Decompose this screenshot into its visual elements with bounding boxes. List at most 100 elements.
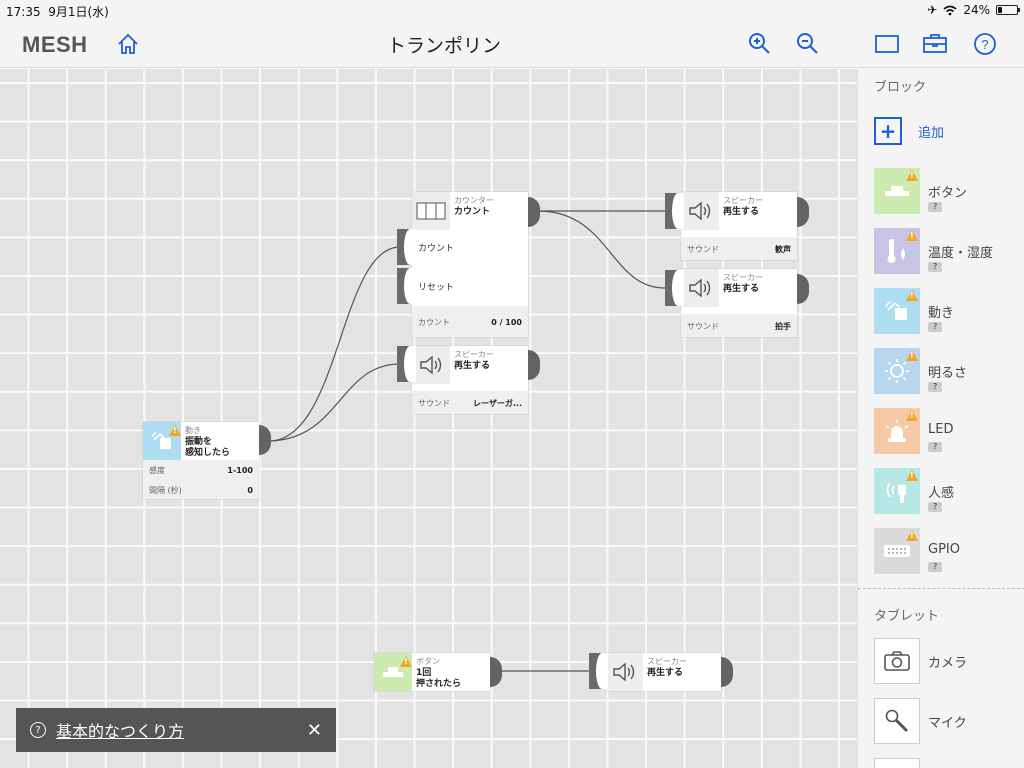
gpio-icon bbox=[884, 545, 910, 557]
nav-bar: MESH トランポリン ? bbox=[0, 20, 1024, 68]
tutorial-link[interactable]: 基本的なつくり方 bbox=[56, 722, 185, 741]
speaker-output-port[interactable] bbox=[797, 197, 809, 227]
speaker-icon bbox=[681, 192, 719, 230]
prop-value[interactable]: 拍手 bbox=[775, 321, 791, 331]
counter-icon bbox=[412, 192, 450, 230]
speaker-input-port[interactable] bbox=[665, 270, 684, 306]
prop-label: サウンド bbox=[418, 398, 450, 408]
prop-value[interactable]: 0 bbox=[247, 485, 253, 495]
prop-value[interactable]: 1-100 bbox=[227, 465, 253, 475]
status-date: 9月1日(水) bbox=[48, 5, 109, 19]
airplane-icon: ✈ bbox=[927, 3, 938, 17]
speaker-icon bbox=[681, 269, 719, 307]
counter-output-port[interactable] bbox=[528, 197, 540, 227]
tablet-microphone[interactable] bbox=[874, 698, 920, 744]
tag-button[interactable] bbox=[874, 168, 920, 214]
tag-badge: ? bbox=[928, 502, 943, 512]
speaker-input-port[interactable] bbox=[397, 346, 416, 382]
speaker-block[interactable]: スピーカー 再生する bbox=[605, 653, 721, 691]
plus-icon: + bbox=[874, 117, 902, 145]
motion-tag-block[interactable]: 動き 振動を 感知したら 感度1-100 間隔 (秒)0 bbox=[143, 422, 259, 499]
warning-icon bbox=[400, 656, 412, 667]
tag-motion[interactable] bbox=[874, 288, 920, 334]
speaker-block[interactable]: スピーカー 再生する サウンドレーザーガ... bbox=[412, 346, 528, 414]
block-category: 動き bbox=[185, 426, 201, 435]
block-action: 振動を 感知したら bbox=[185, 437, 231, 458]
prop-value[interactable]: レーザーガ... bbox=[473, 398, 522, 408]
speaker-output-port[interactable] bbox=[797, 274, 809, 304]
add-label: 追加 bbox=[918, 125, 945, 141]
led-icon bbox=[885, 420, 909, 442]
speaker-icon bbox=[412, 346, 450, 384]
input-reset-label: リセット bbox=[418, 283, 455, 293]
tablet-camera[interactable] bbox=[874, 638, 920, 684]
camera-icon bbox=[884, 651, 910, 671]
help-circle-icon: ? bbox=[30, 722, 46, 738]
tutorial-toast: ? 基本的なつくり方 ✕ bbox=[16, 708, 336, 752]
toolbox-icon[interactable] bbox=[921, 30, 949, 58]
tablet-item-partial[interactable] bbox=[874, 758, 920, 768]
tag-name: LED bbox=[928, 422, 954, 437]
speaker-input-port[interactable] bbox=[665, 193, 684, 229]
prop-value[interactable]: 歓声 bbox=[775, 244, 791, 254]
zoom-in-icon[interactable] bbox=[746, 30, 774, 58]
speaker-block[interactable]: スピーカー 再生する サウンド拍手 bbox=[681, 269, 797, 337]
logo: MESH bbox=[22, 32, 88, 57]
prop-value[interactable]: 0 / 100 bbox=[491, 317, 522, 327]
block-category: スピーカー bbox=[723, 273, 763, 282]
tag-badge: ? bbox=[928, 562, 943, 572]
tag-badge: ? bbox=[928, 382, 943, 392]
help-icon[interactable]: ? bbox=[971, 30, 999, 58]
close-icon[interactable]: ✕ bbox=[306, 719, 322, 741]
block-action: 再生する bbox=[723, 284, 760, 294]
status-bar: 17:35 9月1日(水) ✈ 24% bbox=[0, 0, 1024, 20]
thermometer-icon bbox=[887, 239, 905, 263]
block-action: 再生する bbox=[647, 668, 684, 678]
tag-badge: ? bbox=[928, 262, 943, 272]
warning-icon bbox=[906, 170, 918, 181]
battery-icon bbox=[996, 5, 1020, 15]
tag-badge: ? bbox=[928, 442, 943, 452]
wire-motion-speaker3 bbox=[269, 363, 401, 442]
motion-output-port[interactable] bbox=[259, 425, 271, 455]
tag-badge: ? bbox=[928, 322, 943, 332]
prop-label: サウンド bbox=[687, 244, 719, 254]
zoom-out-icon[interactable] bbox=[794, 30, 822, 58]
add-block-button[interactable]: + 追加 bbox=[874, 117, 944, 145]
counter-reset-input-port[interactable] bbox=[397, 268, 416, 304]
panel-toggle-icon[interactable] bbox=[873, 30, 901, 58]
warning-icon bbox=[906, 290, 918, 301]
counter-count-input-port[interactable] bbox=[397, 229, 416, 265]
wire-counter-speaker2 bbox=[537, 210, 666, 289]
motion-sensor-icon bbox=[886, 482, 906, 503]
block-category: スピーカー bbox=[647, 657, 687, 666]
tag-led[interactable] bbox=[874, 408, 920, 454]
tag-temperature-humidity[interactable] bbox=[874, 228, 920, 274]
warning-icon bbox=[906, 350, 918, 361]
section-divider bbox=[858, 588, 1024, 589]
block-category: ボタン bbox=[416, 657, 440, 666]
speaker-output-port[interactable] bbox=[721, 657, 733, 687]
input-count-label: カウント bbox=[418, 244, 455, 254]
warning-icon bbox=[906, 530, 918, 541]
battery-percent: 24% bbox=[963, 3, 990, 17]
speaker-input-port[interactable] bbox=[589, 653, 608, 689]
prop-label: 感度 bbox=[149, 465, 165, 475]
block-action: 1回 押されたら bbox=[416, 668, 462, 689]
button-output-port[interactable] bbox=[490, 657, 502, 687]
home-icon[interactable] bbox=[114, 30, 142, 58]
tag-brightness[interactable] bbox=[874, 348, 920, 394]
tag-gpio[interactable] bbox=[874, 528, 920, 574]
speaker-output-port[interactable] bbox=[528, 350, 540, 380]
tag-human-sensor[interactable] bbox=[874, 468, 920, 514]
button-tag-block[interactable]: ボタン 1回 押されたら bbox=[374, 653, 490, 691]
warning-icon bbox=[906, 410, 918, 421]
speaker-block[interactable]: スピーカー 再生する サウンド歓声 bbox=[681, 192, 797, 260]
tag-name: 動き bbox=[928, 306, 955, 321]
tag-name: ボタン bbox=[928, 186, 968, 201]
tag-badge: ? bbox=[928, 202, 943, 212]
tablet-item-name: マイク bbox=[928, 716, 967, 731]
block-palette-sidebar: ブロック + 追加 ボタン ? 温度・湿度 ? 動き ? 明るさ ? LED ?… bbox=[857, 69, 1024, 768]
